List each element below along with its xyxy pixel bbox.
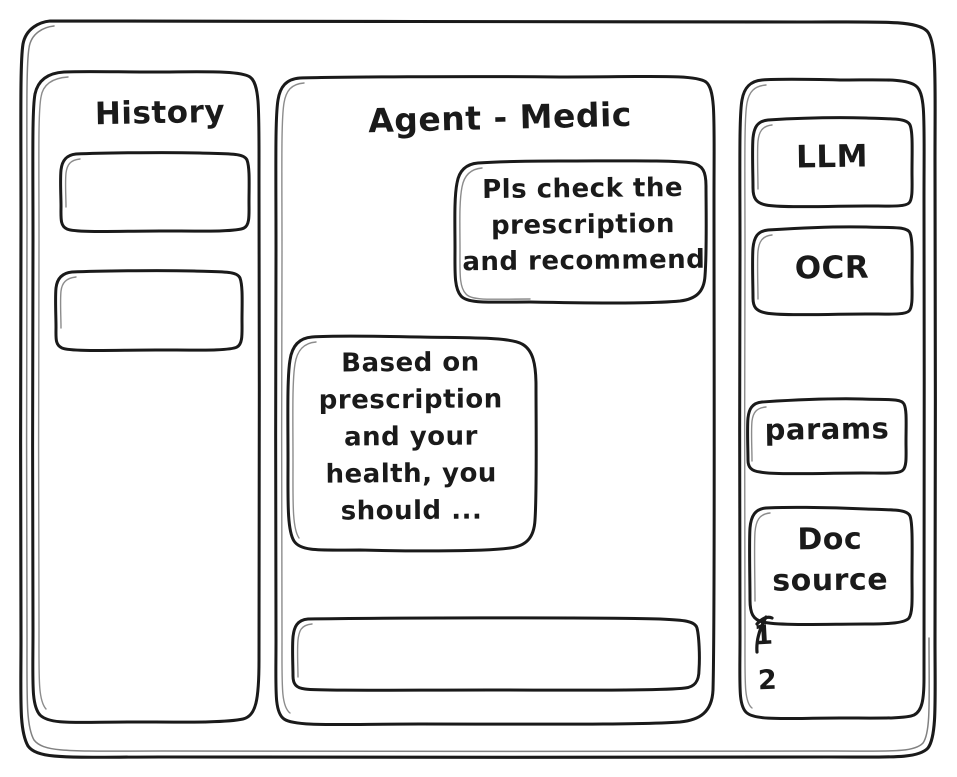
history-item-1[interactable]: [61, 152, 249, 231]
history-item-2[interactable]: [56, 270, 242, 350]
composer-input[interactable]: [293, 618, 699, 690]
tool-llm[interactable]: [753, 118, 912, 206]
tool-ocr[interactable]: [753, 227, 912, 314]
tool-doc-source[interactable]: [750, 507, 912, 624]
tool-params[interactable]: [748, 399, 906, 473]
user-message-bubble: [455, 161, 706, 304]
assistant-message-bubble: [288, 336, 536, 551]
